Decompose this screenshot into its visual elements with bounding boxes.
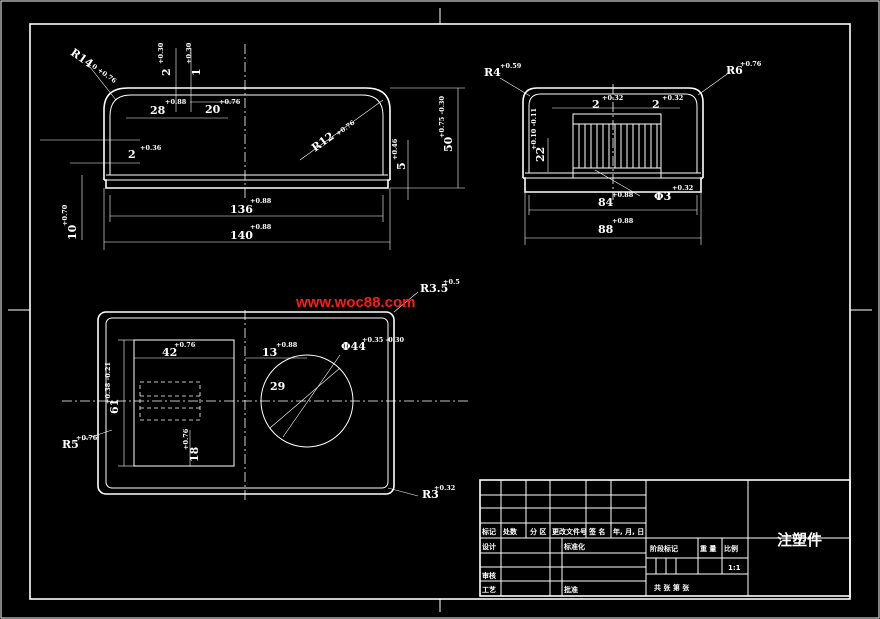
dim-61: 61 [108, 399, 121, 414]
weight-label: 重 量 [700, 544, 716, 553]
dim-140-tol: +0.88 [250, 223, 272, 231]
dim-r4: R4 [484, 66, 501, 79]
dim-13-tol: +0.88 [276, 341, 298, 349]
dim-r6-tol: +0.76 [740, 60, 762, 68]
dim-10-tol: +0.70 [61, 204, 69, 226]
rib-pattern [572, 113, 662, 179]
dim-r5: R5 [62, 438, 79, 451]
scale-label: 比例 [724, 544, 738, 553]
dim-5: 5 [395, 162, 408, 170]
dim-r14-tol: 0 +0.76 [90, 62, 118, 85]
dim-140: 140 [230, 229, 253, 242]
dim-top-a: 2 [160, 68, 173, 76]
dim-top-a-tol: +0.30 [157, 42, 165, 64]
design-label: 设计 [482, 542, 496, 551]
title-block-text: 标记 处数 分 区 更改文件号 签 名 年, 月, 日 设计 标准化 审核 工艺… [481, 527, 822, 594]
dim-wall-tol: +0.36 [140, 144, 162, 152]
dim-rib-b: 2 [652, 98, 660, 111]
top-view-dimensions: R3.5 +0.5 42 +0.76 13 +0.88 Φ44 +0.35 -0… [62, 278, 460, 501]
dim-136-tol: +0.88 [250, 197, 272, 205]
dim-rib-b-tol: +0.32 [662, 94, 683, 102]
dim-84: 84 [598, 196, 614, 209]
dim-42-tol: +0.76 [174, 341, 196, 349]
dim-28-tol: +0.88 [165, 98, 187, 106]
header-cell-sign: 签 名 [588, 527, 605, 536]
top-view [62, 291, 470, 500]
header-cell-doc: 更改文件号 [552, 527, 587, 536]
dim-61-tol: +0.38 -0.21 [104, 362, 112, 404]
dim-42: 42 [162, 346, 177, 359]
part-name: 注塑件 [777, 531, 822, 549]
standardization-label: 标准化 [563, 542, 585, 551]
dim-84-tol: +0.88 [612, 191, 634, 199]
sheets-label: 共 张 第 张 [654, 583, 690, 592]
dim-50: 50 [442, 136, 455, 152]
watermark-text: www.woc88.com [295, 294, 415, 311]
stage-mark-label: 阶段标记 [650, 544, 678, 553]
header-cell-date: 年, 月, 日 [613, 527, 644, 536]
dim-29: 29 [270, 380, 285, 393]
dim-136: 136 [230, 203, 253, 216]
front-view-dimensions: R14 0 +0.76 28 +0.88 20 +0.76 2 +0.30 1 … [61, 42, 455, 242]
dim-phi3-tol: +0.32 [672, 184, 693, 192]
dim-20: 20 [205, 103, 221, 116]
front-view [40, 44, 465, 250]
dim-top-b-tol: +0.30 [185, 42, 193, 64]
dim-phi44-tol: +0.35 -0.30 [362, 336, 405, 344]
approve-label: 批准 [564, 585, 578, 594]
dim-88-tol: +0.88 [612, 217, 634, 225]
dim-50-tol: +0.75 -0.30 [438, 95, 446, 138]
process-label: 工艺 [482, 585, 496, 594]
dim-r3: R3 [422, 488, 439, 501]
dim-rib-a-tol: +0.32 [602, 94, 623, 102]
review-label: 审核 [482, 571, 496, 580]
dim-10: 10 [66, 224, 79, 240]
dim-28: 28 [150, 104, 166, 117]
header-cell-count: 处数 [502, 527, 518, 536]
dim-18-tol: +0.76 [182, 428, 190, 450]
dim-88: 88 [598, 223, 614, 236]
dim-r5-tol: +0.76 [76, 434, 98, 442]
scale-value: 1:1 [728, 564, 741, 572]
header-cell-zone: 分 区 [530, 527, 546, 536]
dim-rib-a: 2 [592, 98, 600, 111]
side-view-dimensions: R4 +0.59 R6 +0.76 2 +0.32 2 +0.32 22 +0.… [484, 60, 762, 236]
dim-18: 18 [188, 446, 201, 462]
dim-r35-tol: +0.5 [443, 278, 460, 286]
dim-phi3: Φ3 [654, 190, 671, 203]
title-block [479, 479, 851, 597]
dim-22: 22 [534, 147, 547, 162]
dim-top-b: 1 [190, 68, 203, 76]
dim-20-tol: +0.76 [219, 98, 241, 106]
dim-22-tol: +0.10 -0.11 [530, 108, 538, 150]
dim-r12-tol: +0.76 [334, 118, 356, 137]
dim-wall: 2 [128, 148, 136, 161]
side-view [499, 71, 731, 245]
header-cell-mark: 标记 [481, 527, 496, 536]
dim-13: 13 [262, 346, 277, 359]
dim-r4-tol: +0.59 [500, 62, 522, 70]
dim-r35: R3.5 [420, 282, 448, 295]
dim-r3-tol: +0.32 [434, 484, 455, 492]
dim-r6: R6 [726, 64, 743, 77]
dim-5-tol: +0.46 [391, 138, 399, 160]
dim-r12: R12 [309, 130, 336, 155]
dim-phi44: Φ44 [341, 340, 366, 353]
